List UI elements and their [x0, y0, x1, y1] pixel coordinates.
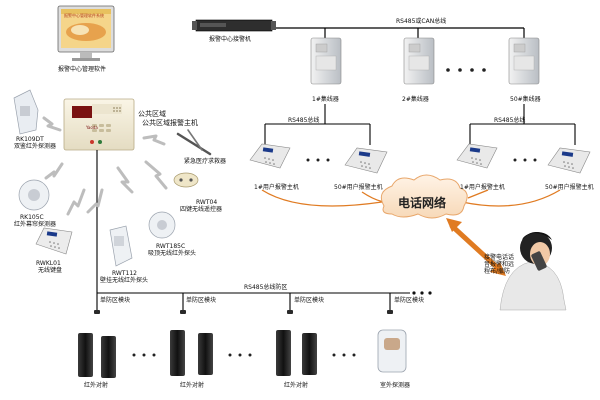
user-host-right-a — [456, 143, 498, 169]
ir-beam-2 — [170, 330, 213, 376]
bottom-device-2: 红外对射 — [180, 382, 205, 389]
concentrator-1 — [310, 37, 342, 85]
rwt185c-name: 吸顶无线红外探头 — [148, 250, 197, 257]
rwt185c-model: RWT185C — [156, 243, 186, 250]
management-software-label: 报警中心管理软件 — [58, 66, 107, 73]
emergency-button-label: 紧急医疗求救器 — [184, 158, 227, 165]
zone-module-icons — [94, 310, 393, 314]
operator — [499, 232, 567, 311]
rwt04-model: RWT04 — [196, 199, 218, 206]
ir-beam-3 — [276, 330, 317, 376]
rs485-bus-lines — [264, 104, 576, 145]
user-host-right-a-label: 1#用户报警主机 — [460, 184, 505, 191]
rwkl01-keypad — [35, 227, 73, 255]
ellipsis-dots-mid-right — [513, 158, 537, 162]
operator-note-line-1: 接警电话话 — [484, 254, 515, 261]
concentrator-2 — [403, 37, 435, 85]
user-host-left-b — [344, 147, 388, 174]
rwt185c-detector — [148, 211, 176, 239]
phone-network-label: 电话网络 — [398, 196, 447, 210]
public-host-label: 公共区域报警主机 — [142, 119, 198, 127]
panel-brand: Yaoda — [86, 125, 98, 130]
concentrator-50-label: 50#集线器 — [510, 96, 541, 103]
public-host-label-a: 公共区域 — [138, 110, 166, 118]
user-host-left-b-label: 50#用户报警主机 — [334, 184, 383, 191]
bottom-device-4: 室外探测器 — [380, 382, 411, 389]
phone-lines — [261, 189, 561, 207]
rs485-bus-left-label: RS485总线 — [288, 117, 320, 124]
user-host-left-a — [249, 143, 291, 169]
rwt112-name: 壁挂无线红外探头 — [100, 277, 149, 284]
rk105c-name: 红外幕帘探测器 — [14, 221, 57, 228]
bottom-device-3: 红外对射 — [284, 382, 309, 389]
rwt04-name: 四键无线遥控器 — [180, 206, 223, 213]
zone-bus-lines — [96, 150, 410, 312]
phone-network-cloud — [380, 174, 468, 219]
alarm-receiver — [192, 19, 276, 32]
alarm-receiver-label: 报警中心接警机 — [209, 36, 252, 43]
rk105c-model: RK105C — [20, 214, 44, 221]
zone-module-1: 单防区模块 — [100, 297, 131, 304]
top-bus — [272, 27, 525, 38]
emergency-button — [176, 129, 212, 156]
rwkl01-name: 无线键盘 — [38, 267, 63, 274]
user-host-right-b-label: 50#用户报警主机 — [545, 184, 594, 191]
can-bus-label: RS485或CAN总线 — [396, 18, 447, 25]
zone-bus-dots — [412, 291, 432, 295]
rk105c-detector — [18, 179, 50, 211]
public-host-panel — [63, 98, 135, 151]
phone-arrow — [446, 218, 506, 276]
user-host-left-a-label: 1#用户报警主机 — [254, 184, 299, 191]
rk109dt-name: 双鉴红外探测器 — [14, 143, 57, 150]
zone-module-4: 单防区模块 — [394, 297, 425, 304]
management-monitor — [57, 5, 115, 61]
monitor-screen-text: 报警中心管理软件系统 — [64, 13, 104, 18]
operator-note-line-3: 程布/撤防 — [484, 268, 511, 275]
rk109dt-detector — [13, 89, 39, 135]
concentrator-50 — [508, 37, 540, 85]
ir-beam-1 — [78, 333, 116, 378]
zone-bus-label: RS485总线防区 — [244, 284, 288, 291]
zone-module-2: 单防区模块 — [186, 297, 217, 304]
rk109dt-model: RK109DT — [16, 136, 44, 143]
user-host-right-b — [547, 147, 591, 174]
outdoor-detector — [377, 329, 407, 373]
bottom-device-1: 红外对射 — [84, 382, 109, 389]
ellipsis-dots-mid-left — [306, 158, 330, 162]
ellipsis-dots-bottom — [132, 353, 356, 357]
rwt112-model: RWT112 — [112, 270, 137, 277]
concentrator-2-label: 2#集线器 — [402, 96, 429, 103]
rwkl01-model: RWKL01 — [36, 260, 61, 267]
operator-note-line-2: 音报警和远 — [484, 261, 515, 268]
rwt112-detector — [109, 225, 133, 267]
rs485-bus-right-label: RS485总线 — [494, 117, 526, 124]
rwt04-remote — [173, 172, 199, 188]
wireless-arrows — [42, 116, 168, 216]
concentrator-1-label: 1#集线器 — [312, 96, 339, 103]
ellipsis-dots-top — [446, 68, 486, 72]
zone-module-3: 单防区模块 — [294, 297, 325, 304]
